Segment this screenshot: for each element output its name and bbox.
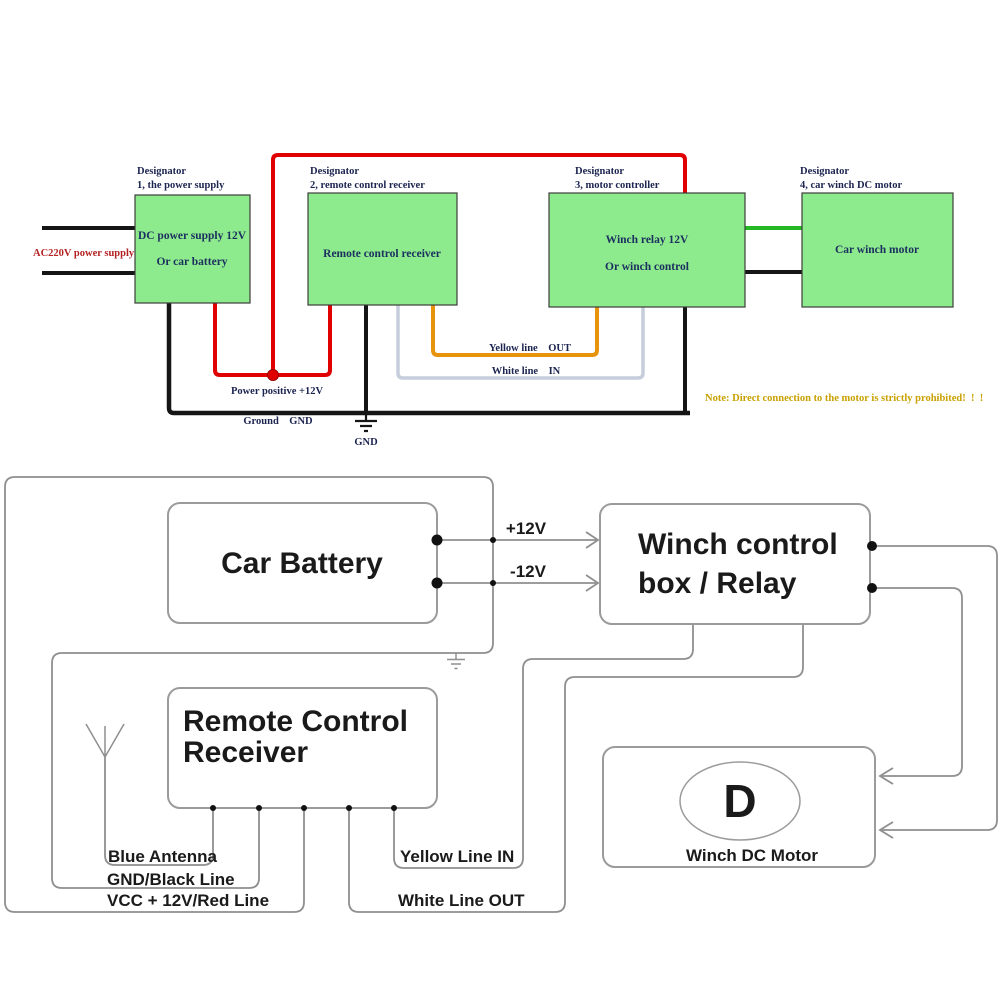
winch-relay-box-label-2: Or winch control bbox=[605, 261, 689, 273]
antenna-wire bbox=[104, 757, 214, 866]
white-line-out-label: White Line OUT bbox=[398, 891, 525, 910]
yellow-out-wire bbox=[431, 305, 599, 357]
bottom-schematic: Car Battery Winch control box / Relay Re… bbox=[4, 476, 998, 913]
designator-3-line1: Designator bbox=[575, 166, 624, 177]
receiver-pin-2-dot bbox=[256, 805, 262, 811]
receiver-pin-5-dot bbox=[391, 805, 397, 811]
winch-relay-box bbox=[548, 192, 746, 308]
battery-plus-terminal-dot bbox=[431, 534, 443, 546]
plus12-junction-dot bbox=[490, 537, 496, 543]
white-in-wire bbox=[396, 305, 645, 380]
vcc-gnd-loop-wire bbox=[4, 476, 494, 913]
minus12-label: -12V bbox=[510, 562, 547, 581]
vcc-red-line-label: VCC + 12V/Red Line bbox=[107, 891, 269, 910]
yellow-line-in-label: Yellow Line IN bbox=[400, 847, 514, 866]
battery-minus-terminal-dot bbox=[431, 577, 443, 589]
relay-out-terminal-dot-2 bbox=[867, 583, 877, 593]
white-wire-label: White line IN bbox=[492, 366, 561, 377]
designator-1-line1: Designator bbox=[137, 166, 186, 177]
gnd-symbol-label: GND bbox=[354, 437, 378, 448]
ground-bus-label: Ground GND bbox=[243, 416, 313, 427]
car-battery-box bbox=[167, 502, 438, 624]
remote-receiver-box-label: Remote control receiver bbox=[323, 248, 441, 260]
winch-control-label-1: Winch control bbox=[638, 528, 838, 561]
minus12-arrow-icon bbox=[585, 574, 600, 592]
ac-supply-label: AC220V power supply bbox=[33, 248, 135, 259]
designator-3-line2: 3, motor controller bbox=[575, 180, 660, 191]
white-out-schematic-wire bbox=[348, 625, 804, 913]
winch-motor-box bbox=[801, 192, 954, 308]
ground-bus-wire bbox=[166, 303, 690, 416]
winch-relay-box-label-1: Winch relay 12V bbox=[606, 234, 689, 246]
receiver-pin-4-dot bbox=[346, 805, 352, 811]
warning-note: Note: Direct connection to the motor is … bbox=[705, 393, 983, 404]
remote-receiver-box bbox=[307, 192, 458, 306]
power-supply-box-label-2: Or car battery bbox=[156, 256, 227, 268]
schematic-ground-symbol bbox=[447, 653, 465, 670]
plus12-arrow-icon bbox=[585, 531, 600, 549]
power-supply-box-label-1: DC power supply 12V bbox=[138, 230, 247, 242]
power-positive-label: Power positive +12V bbox=[231, 386, 324, 397]
car-battery-label: Car Battery bbox=[221, 547, 383, 580]
remote-receiver-label-2: Receiver bbox=[183, 736, 308, 769]
winch-motor-box-label: Car winch motor bbox=[835, 244, 919, 256]
designator-2-line1: Designator bbox=[310, 166, 359, 177]
winch-dc-motor-label: Winch DC Motor bbox=[686, 846, 818, 865]
designator-2-line2: 2, remote control receiver bbox=[310, 180, 425, 191]
antenna-icon bbox=[85, 723, 125, 758]
relay-to-motor-wire-1 bbox=[872, 545, 998, 831]
yellow-wire-label: Yellow line OUT bbox=[489, 343, 571, 354]
relay-to-motor-wire-2 bbox=[872, 587, 963, 777]
designator-1-line2: 1, the power supply bbox=[137, 180, 225, 191]
motor-in-arrow-top-icon bbox=[878, 767, 894, 785]
motor-letter-label: D bbox=[723, 775, 756, 827]
designator-4-line2: 4, car winch DC motor bbox=[800, 180, 903, 191]
receiver-pin-1-dot bbox=[210, 805, 216, 811]
top-wiring-diagram: Designator 1, the power supply Designato… bbox=[33, 153, 983, 448]
motor-in-arrow-bottom-icon bbox=[878, 821, 894, 839]
power-supply-box bbox=[134, 194, 251, 304]
receiver-pin-3-dot bbox=[301, 805, 307, 811]
gnd-black-line-label: GND/Black Line bbox=[107, 870, 235, 889]
yellow-in-schematic-wire bbox=[393, 625, 694, 869]
power-junction-dot bbox=[267, 369, 279, 381]
ground-symbol bbox=[355, 413, 377, 433]
winch-control-box bbox=[599, 503, 871, 625]
relay-out-terminal-dot-1 bbox=[867, 541, 877, 551]
winch-control-label-2: box / Relay bbox=[638, 567, 797, 600]
plus12-label: +12V bbox=[506, 519, 547, 538]
power-positive-riser-wire bbox=[271, 153, 687, 375]
remote-receiver-label-1: Remote Control bbox=[183, 705, 408, 738]
motor-circle-icon bbox=[679, 761, 801, 841]
blue-antenna-label: Blue Antenna bbox=[108, 847, 217, 866]
minus12-junction-dot bbox=[490, 580, 496, 586]
designator-4-line1: Designator bbox=[800, 166, 849, 177]
